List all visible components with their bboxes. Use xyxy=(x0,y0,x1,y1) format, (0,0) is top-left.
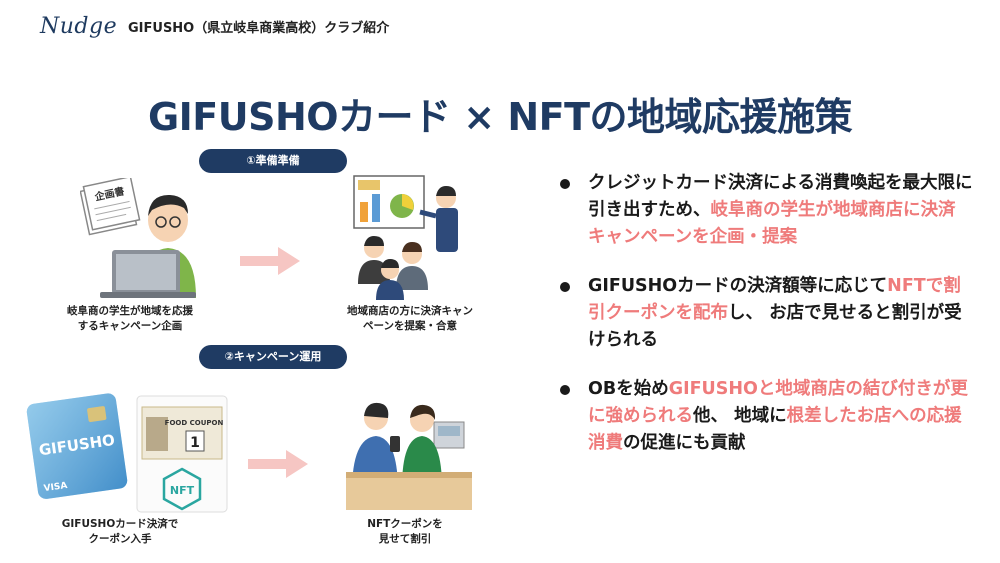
bullet-3-highlight-2: 根差したお店への応援消費 xyxy=(588,406,962,453)
presenter-body xyxy=(436,208,458,252)
counter-top xyxy=(346,472,472,510)
portrait-icon xyxy=(146,417,168,451)
slide-title: GIFUSHOカード × NFTの地域応援施策 xyxy=(147,95,853,139)
nudge-logo: Nudge xyxy=(40,14,118,39)
bullet-2-highlight: NFTで割引クーポンを配布 xyxy=(588,276,961,323)
bullet-3-text-a: OBを始め xyxy=(588,379,669,399)
nft-coupon-phone-illustration: FOOD COUPON 1 NFT xyxy=(136,395,228,513)
coupon-title: FOOD COUPON xyxy=(165,419,224,427)
caption-card-payment: GIFUSHOカード決済で クーポン入手 xyxy=(61,518,179,545)
bullet-3-highlight-1: GIFUSHOと地域商店の結び付きが更に強められる xyxy=(588,379,968,426)
step2-pill: ②キャンペーン運用 xyxy=(199,345,347,369)
planning-document-icon: 企画書 xyxy=(80,178,141,236)
bullet-dot-icon xyxy=(560,385,570,395)
bullet-2-text-b: し、 お店で見せると割引が受けられる xyxy=(588,303,962,350)
arrow-right-icon xyxy=(240,247,300,275)
smartphone-icon xyxy=(390,436,400,452)
student-planning-illustration: 企画書 xyxy=(80,178,196,298)
bullet-dot-icon xyxy=(560,179,570,189)
caption-show-coupon: NFTクーポンを 見せて割引 xyxy=(367,518,443,545)
step1-pill: ①準備準備 xyxy=(199,149,347,173)
bullet-3-text-c: の促進にも貢献 xyxy=(623,433,746,453)
nft-hexagon-icon xyxy=(162,467,202,511)
bullet-3-text-b: 他、 地域に xyxy=(693,406,787,426)
student-face xyxy=(148,198,188,242)
coupon-number: 1 xyxy=(190,435,200,451)
student-hair xyxy=(148,194,188,216)
bullet-1-highlight: 岐阜商の学生が地域商店に決済 キャンペーンを企画・提案 xyxy=(588,200,956,247)
bullet-list: クレジットカード決済による消費喚起を最大限に引き出すため、岐阜商の学生が地域商店… xyxy=(558,170,978,479)
shop-counter-illustration xyxy=(346,402,472,510)
bullet-2-text-a: GIFUSHOカードの決済額等に応じて xyxy=(588,276,888,296)
card-network-text: VISA xyxy=(43,481,68,494)
bullet-item-3: OBを始めGIFUSHOと地域商店の結び付きが更に強められる他、 地域に根差した… xyxy=(558,376,978,457)
bullet-item-1: クレジットカード決済による消費喚起を最大限に引き出すため、岐阜商の学生が地域商店… xyxy=(558,170,978,251)
gifusho-card-illustration: GIFUSHO VISA xyxy=(26,393,128,499)
bullet-item-2: GIFUSHOカードの決済額等に応じてNFTで割引クーポンを配布し、 お店で見せ… xyxy=(558,273,978,354)
header-title: GIFUSHO（県立岐阜商業高校）クラブ紹介 xyxy=(128,21,390,36)
caption-proposal: 地域商店の方に決済キャン ペーンを提案・合意 xyxy=(347,305,473,332)
bullet-dot-icon xyxy=(560,282,570,292)
caption-planning: 岐阜商の学生が地域を応援 するキャンペーン企画 xyxy=(67,305,193,332)
nft-mark: NFT xyxy=(170,484,195,497)
meeting-presentation-illustration xyxy=(353,175,458,300)
arrow-right-icon xyxy=(248,450,308,478)
bullet-1-text-a: クレジットカード決済による消費喚起を最大限に引き出すため、 xyxy=(588,173,973,220)
